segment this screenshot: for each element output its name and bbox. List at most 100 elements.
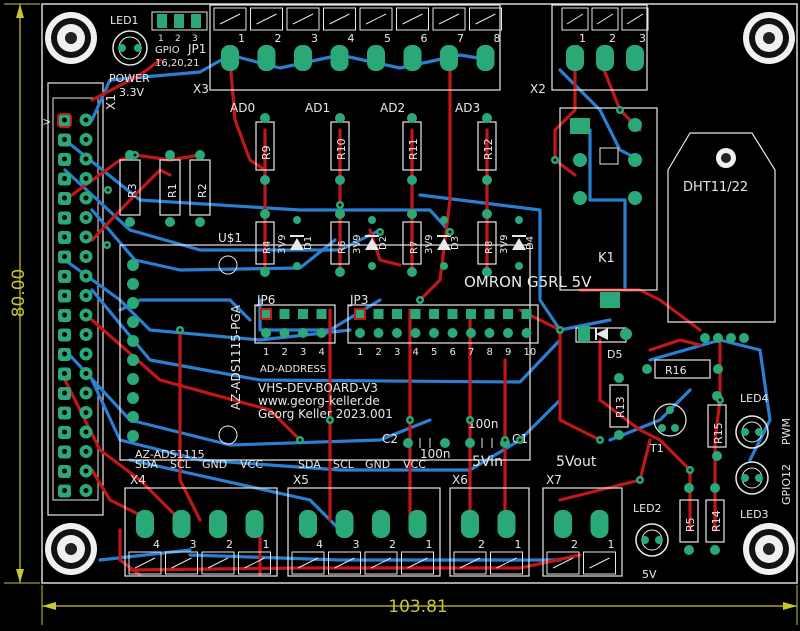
resistor-mid-4: R8 xyxy=(484,241,495,254)
mounting-hole-top-left xyxy=(45,12,97,64)
led4: LED4 PWM xyxy=(735,392,793,449)
diode-d5: D5 xyxy=(575,292,632,361)
jumper-jp3: JP3 xyxy=(347,293,539,344)
mounting-hole-top-right xyxy=(743,12,795,64)
resistor-top-1: R9 xyxy=(260,145,273,160)
diode-label-3: D3 xyxy=(450,236,461,250)
r15-label: R15 xyxy=(712,422,725,444)
x4-label: X4 xyxy=(130,473,146,487)
mounting-hole-bottom-right xyxy=(743,523,795,575)
jp3-pin-4: 4 xyxy=(413,347,419,358)
x7-terminal-pad xyxy=(554,510,572,538)
c2-label: C2 xyxy=(382,432,398,446)
x7-pin-2: 2 xyxy=(571,538,578,551)
x2-terminal-pad xyxy=(566,45,584,71)
x3-pin-5: 5 xyxy=(384,32,391,45)
ad1-label: AD1 xyxy=(305,101,330,115)
r5-label: R5 xyxy=(684,517,697,532)
board-title: VHS-DEV-BOARD-V3 xyxy=(258,381,378,395)
x6-terminal-pad xyxy=(497,510,516,538)
x3-terminal-pad xyxy=(330,45,349,71)
x4-terminal-pad xyxy=(136,510,154,538)
transistor-t1: T1 xyxy=(649,403,687,455)
dimension-height: 80.00 xyxy=(4,3,40,584)
dimension-width: 103.81 xyxy=(41,585,798,625)
c2-value: 100n xyxy=(420,447,451,461)
power-label: POWER xyxy=(109,72,150,85)
r13-label: R13 xyxy=(614,396,627,418)
terminal-x2: X2 xyxy=(530,4,648,96)
zener-label-1: 3V9 xyxy=(277,234,288,254)
x3-pin-1: 1 xyxy=(238,32,245,45)
r3-label: R3 xyxy=(126,183,139,198)
zener-label-2: 3V9 xyxy=(352,234,363,254)
relay-k1: K1 OMRON G5RL 5V xyxy=(464,107,658,291)
jp3-pin-6: 6 xyxy=(450,347,456,358)
resistors-r1-r3: R3 R1 R2 xyxy=(119,150,211,227)
jp1-label: JP1 xyxy=(187,42,206,56)
x2-label: X2 xyxy=(530,82,546,96)
jp1-pin-2: 2 xyxy=(175,34,181,44)
diode-label-2: D2 xyxy=(378,236,389,250)
adc-module-u1: U$1 AZ-ADS1115-PGA AZ-ADS1115 AD-ADDRESS… xyxy=(119,231,531,471)
x5-pin-2: 2 xyxy=(389,538,396,551)
jp3-pin-5: 5 xyxy=(431,347,437,358)
x6-pin-2: 2 xyxy=(478,538,485,551)
jp3-pin-10: 10 xyxy=(524,347,537,358)
resistor-top-3: R11 xyxy=(407,138,420,160)
c1-value: 100n xyxy=(468,417,499,431)
x7-5vout-label: 5Vout xyxy=(556,454,597,470)
pwm-label: PWM xyxy=(780,418,793,445)
x5-pin-1: 1 xyxy=(426,538,433,551)
x2-terminal-pad xyxy=(596,45,614,71)
jp6-pin-4: 4 xyxy=(319,347,325,358)
terminal-x3: X3 xyxy=(193,4,501,96)
led3: LED3 GPIO12 xyxy=(735,461,793,521)
x4-pin-3: 3 xyxy=(190,538,197,551)
vias xyxy=(103,106,724,484)
x1-pin-pads xyxy=(57,113,93,498)
adc-label-2: AZ-ADS1115 xyxy=(135,448,205,461)
x5-terminal-pad xyxy=(335,510,354,538)
led2-label: LED2 xyxy=(633,502,662,515)
x3-terminal-pad xyxy=(367,45,385,71)
x4-terminal-pad xyxy=(209,510,227,538)
x3-terminal-pad xyxy=(476,45,495,71)
x3-terminal-pad xyxy=(294,45,312,71)
resistors-r5-r14: R5 R14 xyxy=(679,483,725,555)
x3-terminal-pad xyxy=(403,45,422,71)
x6-label: X6 xyxy=(452,473,468,487)
relay-label: OMRON G5RL 5V xyxy=(464,273,592,291)
x4-pin-4: 4 xyxy=(153,538,160,551)
led2: LED2 5V xyxy=(633,502,669,581)
x5-pin-4: 4 xyxy=(316,538,323,551)
x5-label: X5 xyxy=(293,473,309,487)
x5-gnd: GND xyxy=(365,458,390,471)
x3-pin-8: 8 xyxy=(494,32,501,45)
x3-terminal-pad xyxy=(257,45,276,71)
resistor-mid-3: R7 xyxy=(409,241,420,254)
ad-address-label: AD-ADDRESS xyxy=(260,364,326,375)
t1-label: T1 xyxy=(649,442,664,455)
k1-label: K1 xyxy=(598,251,615,266)
gpio12-label: GPIO12 xyxy=(780,464,793,505)
r14-label: R14 xyxy=(710,510,723,532)
x3-terminal-pad xyxy=(440,45,458,71)
x6-pin-1: 1 xyxy=(515,538,522,551)
resistor-top-2: R10 xyxy=(335,138,348,160)
r16-label: R16 xyxy=(665,364,687,377)
x3-pin-2: 2 xyxy=(275,32,282,45)
x4-pin-2: 2 xyxy=(226,538,233,551)
x3-terminal-pad xyxy=(221,45,239,71)
jp3-pin-9: 9 xyxy=(505,347,511,358)
x1-v-mark: V xyxy=(43,118,53,125)
resistor-r13: R13 xyxy=(609,373,629,440)
x5-terminal-pad xyxy=(299,510,317,538)
x4-sda: SDA xyxy=(135,458,158,471)
x7-label: X7 xyxy=(546,473,562,487)
jumper-jp1: 1 2 3 GPIO 16,20,21 JP1 xyxy=(151,11,208,69)
ad3-label: AD3 xyxy=(455,101,480,115)
